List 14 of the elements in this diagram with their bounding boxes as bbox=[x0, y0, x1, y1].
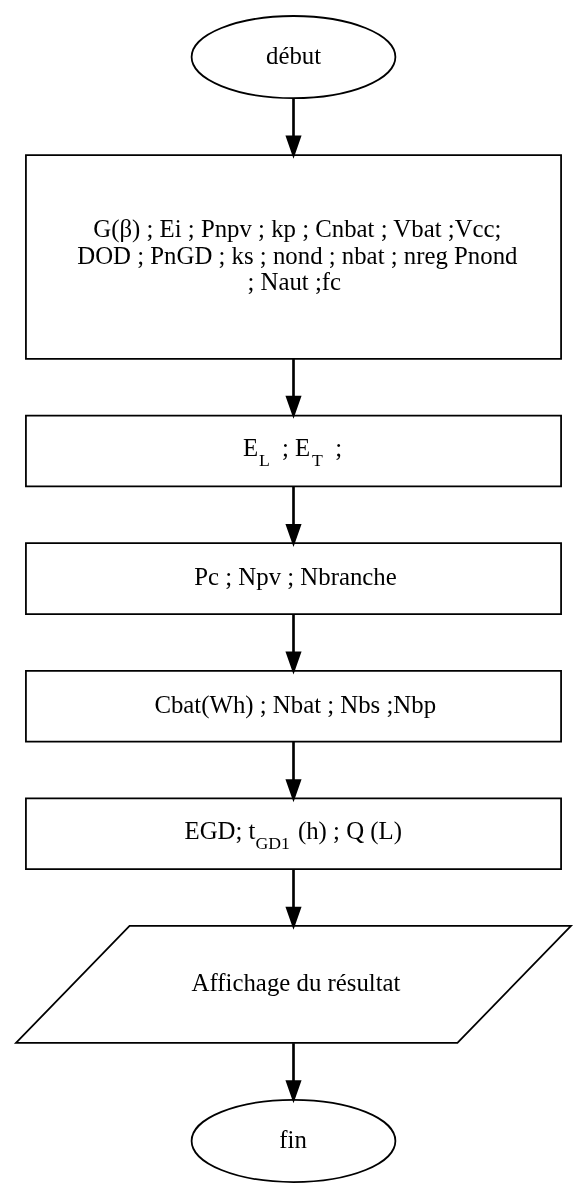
arrow bbox=[284, 869, 302, 930]
node-ellipse: fin bbox=[190, 1099, 396, 1183]
arrow bbox=[284, 359, 302, 419]
arrow bbox=[284, 614, 302, 675]
node-box: Cbat(Wh) ; Nbat ; Nbs ;Nbp bbox=[24, 669, 562, 743]
arrow bbox=[284, 1043, 302, 1104]
arrow bbox=[284, 98, 302, 159]
node-box: E$_{L}$ ; E$_{T}$ ; bbox=[24, 414, 562, 488]
arrow bbox=[284, 741, 302, 803]
node-ellipse: début bbox=[190, 15, 396, 99]
node-box: EGD; t$_{GD1}$ (h) ; Q (L) bbox=[24, 797, 562, 871]
arrow bbox=[284, 486, 302, 548]
node-box: Pc ; Npv ; Nbranche bbox=[24, 542, 562, 615]
node-box: G(β) ; Ei ; Pnpv ; kp ; Cnbat ; Vbat ;Vcc; DOD ; PnGD ; ks ; nond ; nbat ; nreg Pnond ; Naut ;fc bbox=[24, 154, 562, 360]
